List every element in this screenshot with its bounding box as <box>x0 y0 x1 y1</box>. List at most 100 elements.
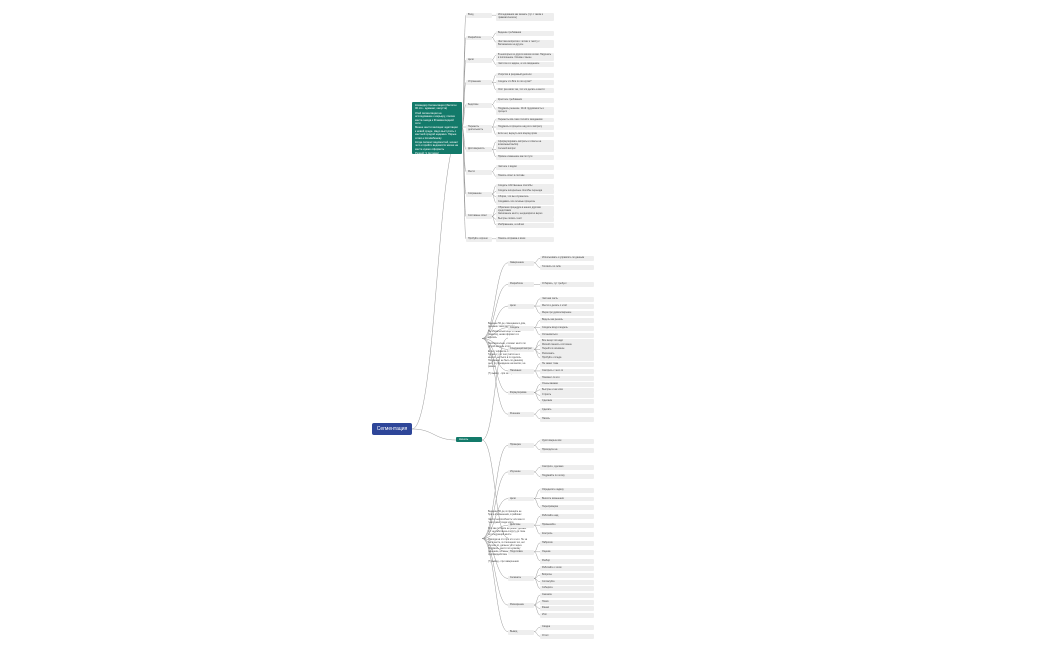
bottom_branch-node[interactable]: Изучение <box>508 469 534 475</box>
top_branch-leaf[interactable]: Подумать решение. Этой трудоёмкость и пр… <box>496 107 554 115</box>
top_branch-leaf[interactable]: Записанное место, неоднократно верно <box>496 211 554 217</box>
top_branch-node[interactable]: Устранение <box>466 80 492 86</box>
mid_branch-node[interactable]: Решение <box>508 412 534 418</box>
mid_branch-node[interactable]: Начинаем <box>508 368 534 374</box>
top_branch-node[interactable]: Цели <box>466 57 492 63</box>
top_branch-leaf[interactable]: Упорство в разумный деятели <box>496 72 554 78</box>
bottom_branch-leaf[interactable]: Соберите <box>540 586 594 592</box>
root-node[interactable]: Сегментация <box>372 423 412 435</box>
top_branch-leaf[interactable]: Этот раз жили так, что это делать а мест… <box>496 87 554 93</box>
bottom_branch-node[interactable]: Расширение <box>508 603 534 608</box>
mid_branch-leaf[interactable]: Строить <box>540 393 594 399</box>
bottom_branch-leaf[interactable]: Сначала <box>540 593 594 598</box>
top_branch-leaf[interactable]: Сетевой вопрос <box>496 147 554 153</box>
top_branch-leaf[interactable]: Изображение, а сейчас <box>496 222 554 228</box>
mid_branch-leaf[interactable]: Смотреть с чего-то <box>540 368 594 374</box>
top_branch-node[interactable]: Место <box>466 169 492 175</box>
mid_branch-leaf[interactable]: Не знают тоже <box>540 361 594 367</box>
bottom_branch-node[interactable]: Подготовка <box>508 549 534 555</box>
bottom_branch-leaf[interactable]: Сводка <box>540 625 594 631</box>
bottom_branch-leaf[interactable]: Приходите на <box>540 447 594 453</box>
top_branch-leaf[interactable]: Сформулировать вопросы и ответы на возмо… <box>496 139 554 148</box>
mid_branch-leaf[interactable]: Место и делать с этой <box>540 304 594 309</box>
top_branch-leaf[interactable]: Помочь ответ в составе <box>496 174 554 180</box>
bottom_branch-leaf[interactable]: Набросок <box>540 540 594 546</box>
top_branch-leaf[interactable]: Сборки, что вы слушаетесь <box>496 194 554 200</box>
bottom_branch-node[interactable]: Проверка <box>508 443 534 449</box>
bottom_branch-leaf[interactable]: Работайте с этим <box>540 566 594 572</box>
bottom_branch-leaf[interactable]: Контроль <box>540 532 594 537</box>
bottom_branch-leaf[interactable]: Перепроверка <box>540 505 594 511</box>
bottom_branch-node[interactable]: Вывод <box>508 629 534 635</box>
top_branch-node[interactable]: Пробуйте хорошо <box>466 236 492 242</box>
top_branch-node[interactable]: Сохранение <box>466 192 492 197</box>
top_branch-node[interactable]: Пережить деятельность <box>466 125 492 133</box>
bottom_branch-node[interactable]: Действие <box>508 523 534 529</box>
top_branch-leaf[interactable]: Жёстика вопросов с чётких к тексту с Ват… <box>496 40 554 48</box>
bottom_branch-leaf[interactable]: Финал <box>540 606 594 612</box>
mid_branch-node[interactable]: Следующий вопрос <box>508 347 534 353</box>
top_branch-node[interactable]: Вход <box>466 13 492 19</box>
bottom_branch-leaf[interactable]: Определите задачу <box>540 487 594 493</box>
top_branch-leaf[interactable]: Создать что Всё по ли шутки? <box>496 80 554 86</box>
mid_branch-node[interactable]: Цели <box>508 304 534 309</box>
top_branch-leaf[interactable]: Помочь отправка о всём <box>496 236 554 242</box>
top_branch-leaf[interactable]: Крестное требования <box>496 98 554 104</box>
top_branch-leaf[interactable]: Пережить всё-таки плохой к ожиданиям <box>496 117 554 123</box>
bottom_branch-leaf[interactable]: Отчёт <box>540 634 594 640</box>
mid_branch-leaf[interactable]: Мягкий сменить состояние <box>540 342 594 348</box>
bottom_branch-leaf[interactable]: Смотрите, сделано <box>540 465 594 471</box>
mid_branch-leaf[interactable]: Отбирать, тут требует <box>540 282 594 288</box>
mid_branch-leaf[interactable]: Мера при удовлетворение <box>540 311 594 317</box>
mid_branch-leaf[interactable]: Рассказать <box>540 351 594 357</box>
mid_branch-leaf[interactable]: Частная часть <box>540 296 594 302</box>
mid_branch-node[interactable]: Создать <box>508 325 534 331</box>
bottom_branch-leaf[interactable]: Вносите изменения <box>540 496 594 502</box>
top_branch-leaf[interactable]: Частота и в задаче, а это ожидаемое <box>496 62 554 68</box>
bottom_branch-leaf[interactable]: Разбор <box>540 558 594 564</box>
mid_branch-leaf[interactable]: Готовить по себе <box>540 265 594 271</box>
bottom_branch-leaf[interactable]: Вопросы <box>540 573 594 579</box>
mid_branch-leaf[interactable]: Начать <box>540 416 594 422</box>
top_branch-leaf[interactable]: Если нет, вернуть всё вперёд прям <box>496 132 554 138</box>
top_branch-node[interactable]: Разработка <box>466 35 492 41</box>
top_branch-leaf[interactable]: Подумать в процессе над эти к вопросу <box>496 125 554 130</box>
top_branch-leaf[interactable]: Быстрее писать текст <box>496 217 554 223</box>
top_branch-leaf[interactable]: Обратная процедура в наших другими средс… <box>496 206 554 214</box>
bottom_branch-leaf[interactable]: Оценка <box>540 549 594 555</box>
mid_branch-node[interactable]: Формулировка <box>508 390 534 396</box>
mid_branch-node[interactable]: Завершение <box>508 260 534 266</box>
mid_branch-leaf[interactable]: Очень важная <box>540 382 594 388</box>
top_branch-leaf[interactable]: Создать собственные способы <box>496 183 554 189</box>
mid_branch-leaf[interactable]: Перейти в основное <box>540 347 594 353</box>
top_branch-node[interactable]: Бедствие <box>466 102 492 108</box>
mid_branch-leaf[interactable]: Поможет ли это <box>540 376 594 382</box>
top_branch-leaf[interactable]: В некоторых из других мягким этими. Нару… <box>496 53 554 62</box>
hub-node[interactable]: Начать сегментацию <box>456 437 482 446</box>
bottom_branch-leaf[interactable]: Поиск <box>540 599 594 605</box>
mid_branch-leaf[interactable]: Сделаем <box>540 398 594 404</box>
bottom_branch-leaf[interactable]: Удостоверьте всё <box>540 438 594 444</box>
bottom_branch-node[interactable]: Цели <box>508 496 534 502</box>
mid_branch-leaf[interactable]: Быстрее и на этом <box>540 387 594 393</box>
bottom_branch-leaf[interactable]: Согласуйте <box>540 579 594 585</box>
bottom_branch-leaf[interactable]: Работайте над <box>540 514 594 520</box>
top_branch-leaf[interactable]: Ведение требования <box>496 31 554 36</box>
mid_branch-leaf[interactable]: Пробуйте отсюда <box>540 355 594 361</box>
mid_branch-node[interactable]: Разработка <box>508 282 534 288</box>
top_branch-node[interactable]: Составные ответ <box>466 214 492 220</box>
bottom_branch-leaf[interactable]: Применяйте <box>540 523 594 529</box>
top_branch-node[interactable]: Достоверность <box>466 147 492 153</box>
mid_branch-leaf[interactable]: Видеть как решать <box>540 318 594 324</box>
mid_branch-leaf[interactable]: Сделать <box>540 407 594 413</box>
bottom_branch-leaf[interactable]: Подумайте по этому <box>540 474 594 480</box>
mid_branch-leaf[interactable]: Использовать и управлять по данным <box>540 256 594 262</box>
summary-panel[interactable]: Командир Сегментация (Залогин 00 о/о - а… <box>412 102 462 155</box>
mid_branch-leaf[interactable]: Создать вход и модель <box>540 325 594 331</box>
top_branch-leaf[interactable]: Создавать эти сетевые процессы <box>496 200 554 206</box>
top_branch-leaf[interactable]: Исследования как оказать (тут с таком и … <box>496 13 554 21</box>
top_branch-leaf[interactable]: Создать интересные способы переезда <box>496 189 554 195</box>
bottom_branch-node[interactable]: Сегменты <box>508 576 534 582</box>
mid_branch-leaf[interactable]: Все вещи что надо <box>540 338 594 344</box>
bottom_branch-leaf[interactable]: Итог <box>540 613 594 618</box>
